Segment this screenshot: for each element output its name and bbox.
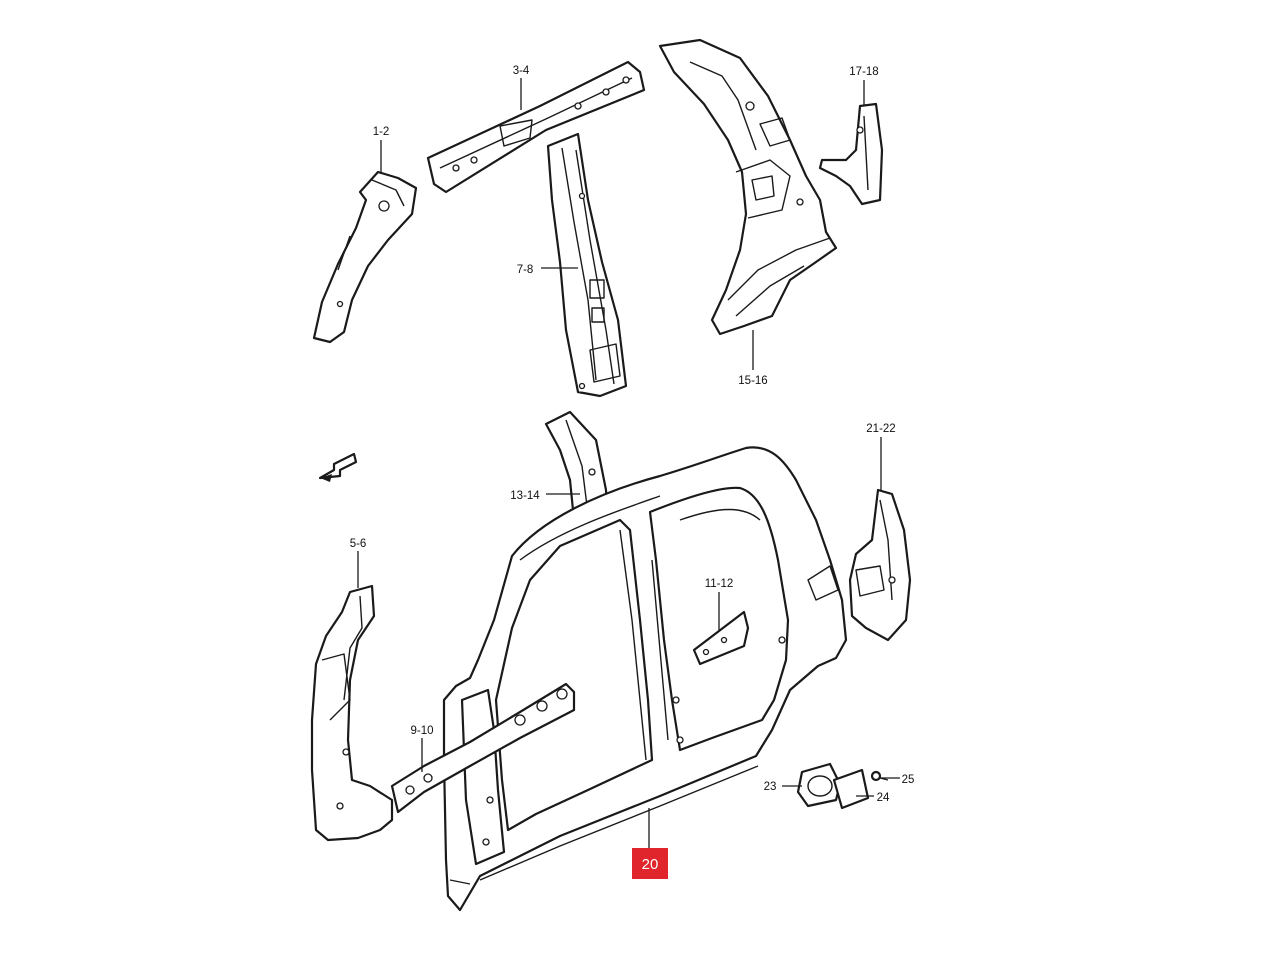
front-direction-arrow-icon [318, 452, 358, 482]
callout-25[interactable]: 25 [902, 774, 915, 786]
callout-3-4[interactable]: 3-4 [513, 65, 530, 77]
part-20-side-body-outer[interactable] [442, 446, 848, 912]
part-21-22[interactable] [848, 488, 912, 642]
part-25-screw[interactable] [870, 770, 889, 782]
part-3-4[interactable] [426, 60, 646, 194]
part-15-16[interactable] [658, 38, 838, 336]
part-5-6[interactable] [310, 584, 394, 842]
callout-17-18[interactable]: 17-18 [849, 66, 878, 78]
highlight-badge-box [632, 848, 668, 879]
callout-21-22[interactable]: 21-22 [866, 423, 895, 435]
callout-labels: 1-2 3-4 7-8 15-16 17-18 13-14 21-22 5-6 … [350, 65, 915, 804]
callout-13-14[interactable]: 13-14 [510, 490, 540, 502]
part-7-8[interactable] [546, 132, 628, 398]
part-1-2[interactable] [312, 170, 418, 344]
callout-20-highlight-badge[interactable]: 20 [632, 848, 668, 879]
callout-15-16[interactable]: 15-16 [738, 375, 767, 387]
callout-5-6[interactable]: 5-6 [350, 538, 367, 550]
leader-lines [357, 78, 900, 850]
callout-24[interactable]: 24 [877, 792, 890, 804]
callout-20: 20 [642, 856, 659, 873]
callout-7-8[interactable]: 7-8 [517, 264, 534, 276]
part-17-18[interactable] [818, 102, 884, 206]
part-11-12[interactable] [692, 610, 750, 666]
callout-9-10[interactable]: 9-10 [410, 725, 433, 737]
part-23-fuel-filler-housing[interactable] [796, 762, 842, 808]
part-9-10[interactable] [390, 682, 576, 814]
callout-23[interactable]: 23 [764, 781, 777, 793]
callout-11-12[interactable]: 11-12 [705, 578, 734, 590]
callout-1-2[interactable]: 1-2 [373, 126, 390, 138]
part-24-fuel-filler-lid[interactable] [832, 768, 870, 810]
